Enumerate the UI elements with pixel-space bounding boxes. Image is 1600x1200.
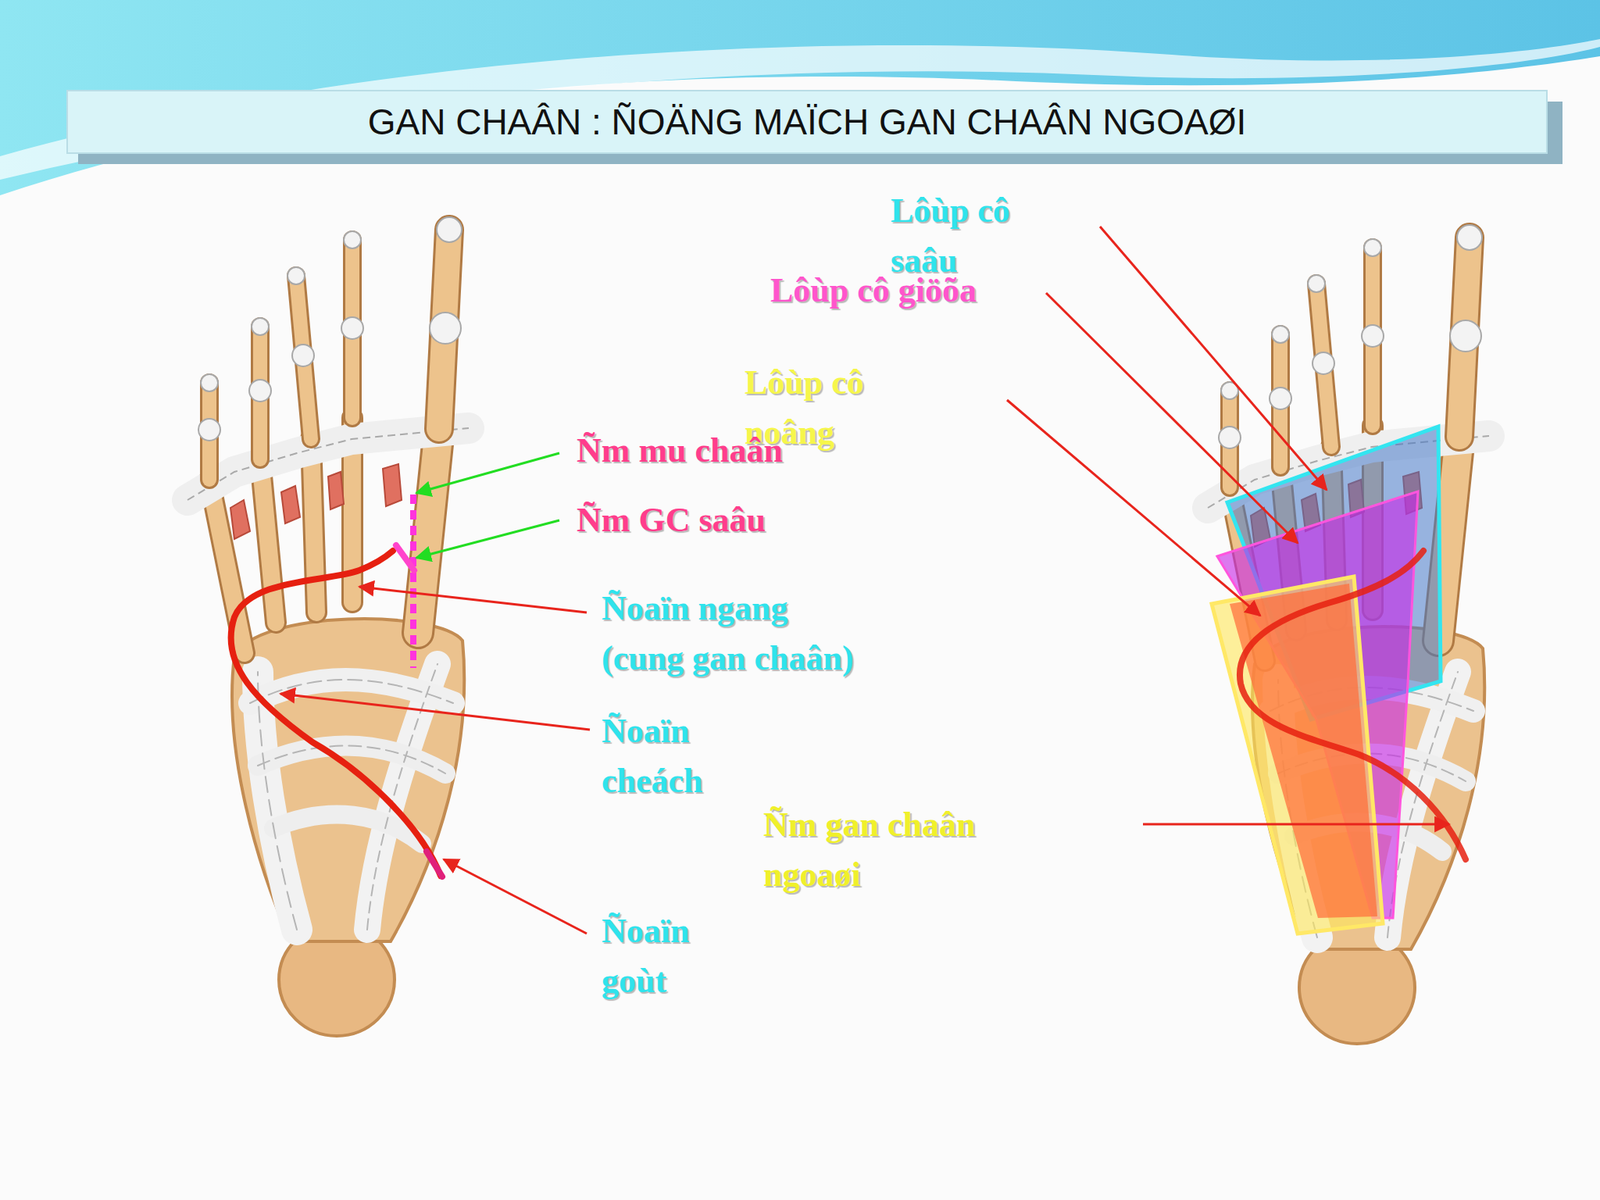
callout-label: Ñoaïn goùt [601, 906, 727, 1007]
slide-title: GAN CHAÂN : ÑOÄNG MAÏCH GAN CHAÂN NGOAØI [68, 92, 1546, 152]
artery-heel-end [426, 851, 443, 877]
title-box [67, 90, 1547, 154]
callout-label: Ñm mu chaân [576, 425, 905, 476]
leader-lines [280, 226, 1450, 934]
callout-label: Ñm gan chaân ngoaøi [763, 800, 1014, 900]
callout-label: Lôùp cô giöõa [770, 265, 1099, 316]
header-wave [0, 56, 1600, 1200]
foot-right [1207, 225, 1490, 1044]
callout-label: Ñm GC saâu [576, 495, 905, 546]
foot-left [187, 217, 469, 1036]
callout-label: Ñoaïn cheách [601, 706, 758, 807]
header-swoosh [0, 39, 1600, 180]
deep-plantar-dotted [410, 494, 417, 668]
artery-deep-join [396, 545, 415, 571]
callout-label: Ñoaïn ngang (cung gan chaân) [601, 583, 868, 684]
callout-label: Lôùp cô saâu [890, 185, 1047, 286]
lateral-plantar-artery-right [1239, 550, 1466, 860]
lateral-plantar-artery [231, 550, 441, 876]
